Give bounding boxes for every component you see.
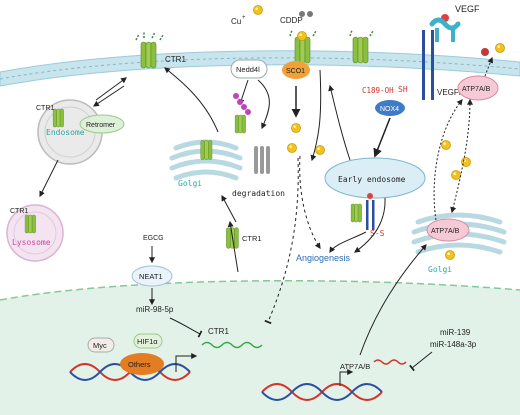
ctr1-membrane-transporter	[140, 41, 157, 69]
sco1-label: SCO1	[286, 68, 305, 75]
nuclear-envelope	[0, 279, 520, 301]
atp7ab-gene-label: ATP7A/B	[340, 362, 370, 371]
copper-ion	[253, 5, 263, 15]
disulfide-label: S-S	[370, 229, 385, 238]
nox4-badge	[375, 100, 405, 116]
others-badge	[120, 353, 164, 375]
vegf-ligand	[429, 14, 461, 42]
ctr1-lysosome-label: CTR1	[10, 208, 28, 215]
nucleus	[0, 280, 520, 415]
ubiquitin-chain	[233, 93, 251, 115]
neat1-label: NEAT1	[139, 272, 163, 281]
golgi-left-label: Golgi	[178, 179, 202, 188]
atp7ab-mrna	[373, 359, 407, 365]
ctr1-membrane-label: CTR1	[165, 55, 186, 64]
mir148a-label: miR-148a-3p	[430, 340, 477, 349]
ctr1-cddp-transporter	[294, 36, 311, 64]
lysosome-label: Lysosome	[12, 238, 51, 247]
angiogenesis-label: Angiogenesis	[296, 253, 351, 263]
atp7ab-golgi-label: ATP7A/B	[431, 228, 460, 235]
ctr1-gene-label: CTR1	[208, 327, 229, 336]
atp7ab-membrane	[457, 75, 499, 101]
degraded-ctr1	[254, 146, 270, 174]
mir98-label: miR-98-5p	[136, 305, 174, 314]
ctr1-mrna	[201, 341, 263, 349]
nedd4l-label: Nedd4l	[236, 65, 260, 74]
golgi-right-label: Golgi	[428, 265, 452, 274]
cu-label: Cu	[231, 17, 241, 26]
neat1-badge	[131, 265, 173, 287]
myc-label: Myc	[93, 341, 107, 350]
endosome-label: Endosome	[46, 128, 85, 137]
cu-charge: +	[242, 15, 246, 21]
copper-transporter-right	[352, 36, 369, 64]
vegfr2-label: VEGFR2	[437, 88, 470, 97]
retromer-label: Retromer	[86, 122, 116, 129]
nedd4l-badge	[230, 59, 268, 79]
ctr1-cytoplasm-label: CTR1	[242, 234, 262, 243]
atp7ab-golgi	[426, 218, 470, 242]
atp7ab-membrane-label: ATP7A/B	[462, 86, 491, 93]
vegfr2-receptor	[422, 30, 434, 100]
myc-badge	[87, 337, 115, 353]
hif1a-badge	[133, 333, 163, 349]
ctr1-lysosome-transporter	[24, 214, 36, 234]
cddp-label: CDDP	[280, 16, 303, 25]
early-endosome	[324, 157, 426, 199]
early-endosome-label: Early endosome	[338, 175, 406, 184]
ctr1-degradation-target	[234, 114, 246, 134]
degradation-label: degradation	[232, 189, 285, 198]
sh-label: SH	[398, 85, 408, 94]
egcg-label: EGCG	[143, 235, 164, 242]
ctr1-endosome-transporter	[52, 108, 64, 128]
internalized-receptor	[350, 203, 362, 223]
retromer-complex	[79, 114, 125, 134]
others-label: Others	[128, 360, 151, 369]
c189-label: C189-OH	[362, 86, 394, 95]
sco1-badge	[282, 61, 310, 79]
nox4-label: NOX4	[380, 106, 399, 113]
mir139-label: miR-139	[440, 328, 471, 337]
ctr1-golgi-transporter	[200, 140, 213, 160]
hif1a-label: HIF1α	[137, 337, 158, 346]
ctr1-endosome-label: CTR1	[36, 105, 54, 112]
vegf-label: VEGF	[455, 4, 480, 14]
